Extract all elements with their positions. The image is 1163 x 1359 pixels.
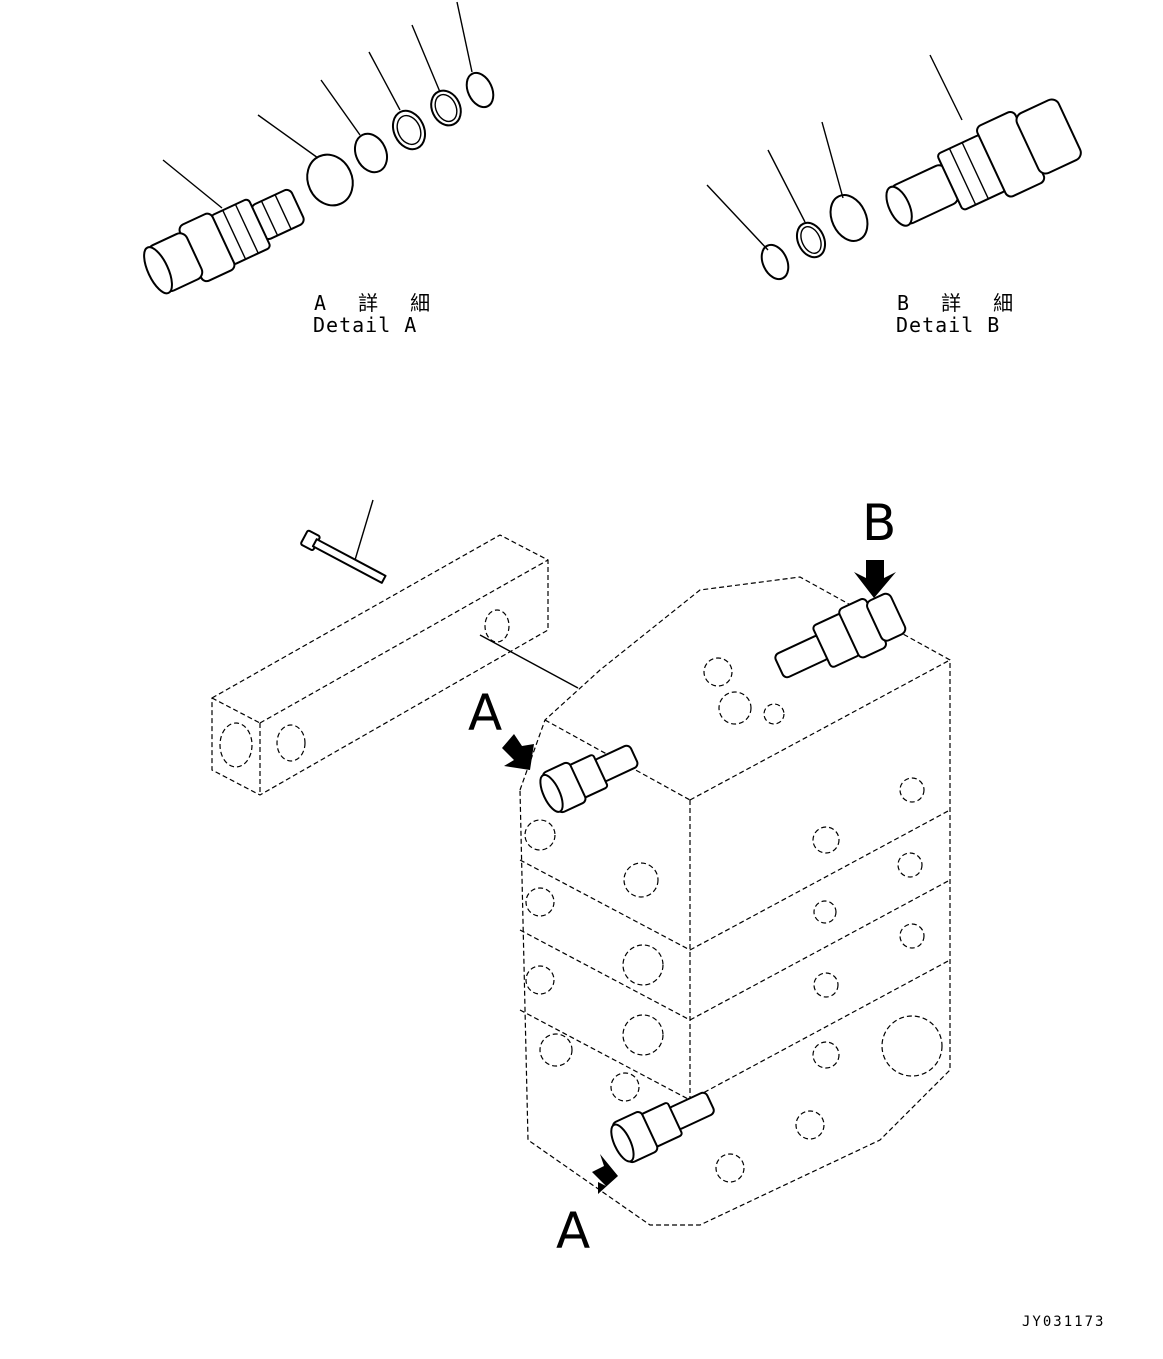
detail-b-title-jp: B 詳 細 xyxy=(897,291,1024,315)
detail-a-valve-assembly xyxy=(143,1,495,295)
callout-a-top: A xyxy=(468,684,503,742)
callout-a-bottom: A xyxy=(556,1202,591,1260)
detail-a-title-jp: A 詳 細 xyxy=(314,291,441,315)
main-valve-block xyxy=(211,499,951,1226)
detail-a-title-en: Detail A xyxy=(313,313,418,337)
detail-b-valve-assembly xyxy=(706,54,1082,281)
detail-b-title-en: Detail B xyxy=(896,313,1001,337)
drawing-code: JY031173 xyxy=(1022,1314,1106,1330)
callout-b: B xyxy=(862,494,897,552)
